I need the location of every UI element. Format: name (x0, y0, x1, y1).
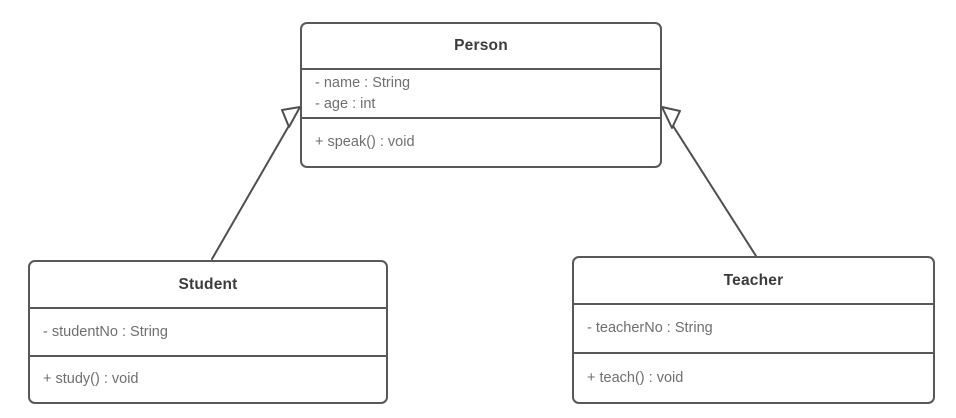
attributes-compartment-student: - studentNo : String (30, 307, 386, 355)
class-name-teacher: Teacher (723, 271, 784, 289)
hollow-triangle-arrowhead-teacher (661, 106, 681, 129)
attribute-item: - name : String (315, 74, 411, 91)
generalization-student-to-person (211, 106, 301, 260)
operation-item: + speak() : void (315, 134, 415, 151)
hollow-triangle-arrowhead-student (281, 106, 301, 128)
class-box-person[interactable]: Person - name : String - age : int + spe… (300, 22, 662, 168)
generalization-teacher-to-person (661, 106, 757, 257)
attributes-compartment-person: - name : String - age : int (302, 68, 660, 117)
class-name-student: Student (178, 275, 238, 293)
operations-compartment-student: + study() : void (30, 355, 386, 402)
generalization-line-teacher (667, 117, 757, 257)
class-box-teacher[interactable]: Teacher - teacherNo : String + teach() :… (572, 256, 935, 404)
attribute-item: - teacherNo : String (587, 320, 713, 337)
operations-compartment-person: + speak() : void (302, 117, 660, 166)
operations-compartment-teacher: + teach() : void (574, 352, 933, 402)
class-box-student[interactable]: Student - studentNo : String + study() :… (28, 260, 388, 404)
attribute-item: - age : int (315, 95, 376, 112)
attribute-item: - studentNo : String (43, 323, 168, 340)
generalization-line-student (211, 116, 295, 260)
operation-item: + teach() : void (587, 369, 684, 386)
class-name-person: Person (454, 37, 508, 54)
operation-item: + study() : void (43, 371, 139, 388)
attributes-compartment-teacher: - teacherNo : String (574, 303, 933, 352)
